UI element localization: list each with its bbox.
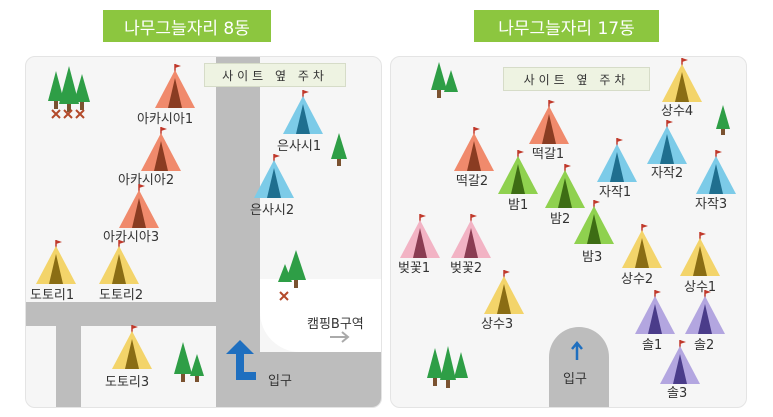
tent-icon[interactable] <box>110 323 154 371</box>
parking-sign: 사이트 옆 주차 <box>503 67 650 91</box>
site-label: 상수4 <box>661 104 694 119</box>
tent-icon[interactable] <box>398 212 442 260</box>
tent-icon[interactable] <box>34 238 78 286</box>
tent-icon[interactable] <box>645 118 689 166</box>
tree-icon <box>331 133 347 166</box>
site-label: 솔1 <box>642 338 663 353</box>
tent-icon[interactable] <box>449 212 493 260</box>
site-label: 떡갈2 <box>456 174 489 189</box>
tent-icon[interactable] <box>595 136 639 184</box>
site-label: 밤1 <box>508 198 529 213</box>
site-label: 자작1 <box>599 185 632 200</box>
entrance-label: 입구 <box>268 374 292 389</box>
tent-icon[interactable] <box>572 198 616 246</box>
entrance-arrow-icon <box>571 341 583 360</box>
parking-sign: 사이트 옆 주차 <box>204 63 346 87</box>
site-label: 아카시아2 <box>118 173 175 188</box>
site-label: 은사시2 <box>250 203 295 218</box>
site-label: 도토리2 <box>99 288 144 303</box>
tent-icon[interactable] <box>153 62 197 110</box>
tent-icon[interactable] <box>694 148 738 196</box>
entrance-arrow-icon <box>226 340 256 380</box>
tree-cluster-icon <box>278 250 306 301</box>
tree-cluster-icon <box>174 342 204 382</box>
tent-icon[interactable] <box>633 288 677 336</box>
site-label: 아카시아1 <box>137 112 194 127</box>
tent-icon[interactable] <box>452 125 496 173</box>
tent-icon[interactable] <box>252 152 296 200</box>
site-label: 은사시1 <box>277 139 322 154</box>
tree-cluster-icon <box>48 66 90 119</box>
tree-cluster-icon <box>431 62 458 98</box>
site-label: 벚꽃2 <box>450 261 483 276</box>
site-label: 자작3 <box>695 197 728 212</box>
road-curve <box>260 279 381 352</box>
site-label: 아카시아3 <box>103 230 160 245</box>
site-label: 도토리3 <box>105 375 150 390</box>
site-label: 벚꽃1 <box>398 261 431 276</box>
site-label: 상수3 <box>481 317 514 332</box>
left-map-title: 나무그늘자리 8동 <box>103 10 271 42</box>
tent-icon[interactable] <box>620 222 664 270</box>
site-label: 밤3 <box>582 250 603 265</box>
road-spur <box>56 302 81 407</box>
site-label: 솔3 <box>667 386 688 401</box>
site-label: 도토리1 <box>30 288 75 303</box>
tent-icon[interactable] <box>527 98 571 146</box>
arrow-right-icon <box>330 331 350 343</box>
tent-icon[interactable] <box>658 338 702 386</box>
entrance-label: 입구 <box>563 372 587 387</box>
tree-cluster-icon <box>427 346 468 388</box>
site-label: 상수2 <box>621 272 654 287</box>
tent-icon[interactable] <box>117 182 161 230</box>
right-map-title: 나무그늘자리 17동 <box>474 10 659 42</box>
entrance-road <box>549 327 609 407</box>
site-label: 떡갈1 <box>532 147 565 162</box>
site-label: 자작2 <box>651 166 684 181</box>
site-label: 솔2 <box>694 338 715 353</box>
tent-icon[interactable] <box>281 88 325 136</box>
tent-icon[interactable] <box>660 56 704 104</box>
tent-icon[interactable] <box>543 162 587 210</box>
tent-icon[interactable] <box>97 238 141 286</box>
camping-b-label: 캠핑B구역 <box>307 317 364 332</box>
tent-icon[interactable] <box>482 268 526 316</box>
tent-icon[interactable] <box>678 230 722 278</box>
tent-icon[interactable] <box>683 288 727 336</box>
right-map-panel: 사이트 옆 주차 <box>390 56 747 408</box>
tree-icon <box>716 105 730 135</box>
site-label: 밤2 <box>550 212 571 227</box>
tent-icon[interactable] <box>496 148 540 196</box>
tent-icon[interactable] <box>139 125 183 173</box>
